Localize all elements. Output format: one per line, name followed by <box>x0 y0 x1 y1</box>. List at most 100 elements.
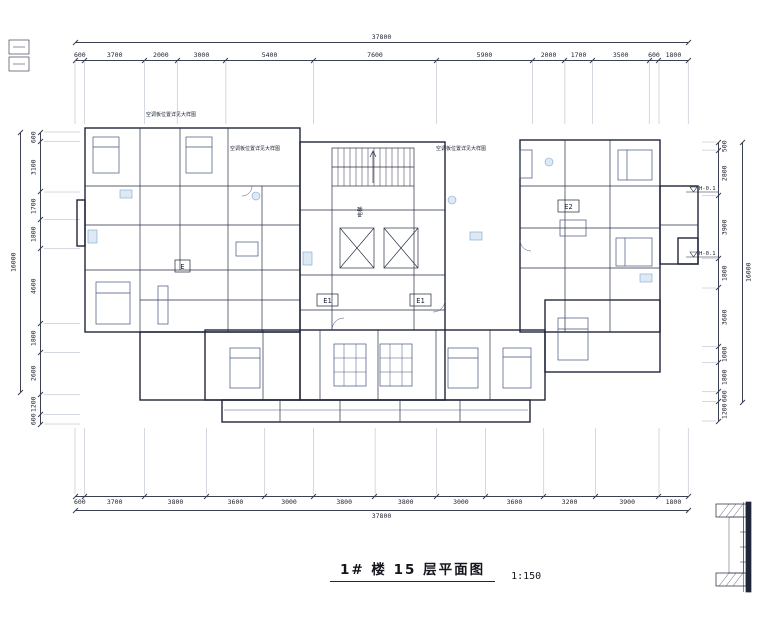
dim-segment: 3600 <box>485 497 543 509</box>
dim-value: 16000 <box>9 252 18 272</box>
stair-hatch <box>337 148 411 186</box>
dim-segment: 600 <box>648 48 660 60</box>
dim-value: 16000 <box>744 262 753 282</box>
dim-segment: 3800 <box>145 497 207 509</box>
dim-segment: 3800 <box>375 497 437 509</box>
dim-segment: 1800 <box>659 48 688 60</box>
dim-segment: 1800 <box>659 497 688 509</box>
right-dimension-segments: 500 2800 3900 1800 3600 1000 1800 600 12… <box>718 140 731 421</box>
dim-value: 2600 <box>29 365 38 382</box>
dim-value: 1800 <box>29 226 38 242</box>
plan-labels: E E1 E1 E2 电梯 <box>174 199 580 307</box>
dim-value: 37800 <box>371 512 392 520</box>
dim-value: 1800 <box>665 498 682 506</box>
dim-value: 3200 <box>561 498 578 506</box>
dim-segment: 37800 <box>75 30 688 42</box>
dim-segment: 3000 <box>177 48 226 60</box>
level-mark-lower: H-0.1 <box>699 251 716 257</box>
dim-value: 3700 <box>106 498 123 506</box>
dim-value: 600 <box>73 51 86 59</box>
dim-value: 3000 <box>281 498 297 506</box>
dim-segment: 3700 <box>85 48 145 60</box>
dim-segment: 5400 <box>226 48 314 60</box>
dim-value: 3800 <box>397 498 414 506</box>
bottom-dimension-segments: 600 3700 3800 3600 3000 3800 3800 3000 3… <box>73 496 688 509</box>
dim-value: 2000 <box>153 51 169 59</box>
red-note-3: 空调板位置详见大样图 <box>436 145 486 152</box>
dim-segment: 1200 <box>719 401 731 421</box>
bottom-total-dimension: 37800 <box>75 510 688 523</box>
dim-value: 3000 <box>193 51 210 59</box>
dim-value: 1800 <box>720 369 729 385</box>
dim-segment: 4600 <box>28 249 40 324</box>
corner-marks <box>8 39 30 72</box>
dim-segment: 2800 <box>719 150 731 195</box>
dim-segment: 3500 <box>592 48 649 60</box>
unit-label-e1-left: E1 <box>323 297 331 305</box>
drawing-scale: 1:150 <box>511 571 542 582</box>
dim-value: 3600 <box>506 498 523 506</box>
dim-value: 5400 <box>261 51 278 59</box>
dim-segment: 3200 <box>544 497 596 509</box>
dim-segment: 1800 <box>719 363 731 392</box>
right-total-dimension: 16000 <box>742 142 755 402</box>
doors <box>241 185 532 331</box>
dim-segment: 1200 <box>28 395 40 415</box>
unit-label-e: E <box>180 263 184 271</box>
dim-value: 3600 <box>227 498 244 506</box>
dim-segment: 1700 <box>28 192 40 220</box>
dim-segment: 1700 <box>565 48 593 60</box>
dim-value: 3100 <box>29 159 38 175</box>
dim-segment: 600 <box>73 48 86 60</box>
red-annotations: 空调板位置详见大样图 空调板位置详见大样图 空调板位置详见大样图 <box>146 111 486 152</box>
dim-segment: 3600 <box>719 288 731 346</box>
dim-value: 3900 <box>619 498 635 506</box>
dim-segment: 7600 <box>313 48 436 60</box>
left-dimension-segments: 600 3100 1700 1800 4600 1800 2600 1200 6… <box>28 131 41 425</box>
dim-value: 3800 <box>336 498 352 506</box>
dim-value: 2000 <box>540 51 557 59</box>
fixtures <box>87 157 653 283</box>
dim-segment: 3000 <box>437 497 486 509</box>
unit-label-e2: E2 <box>564 203 572 211</box>
dim-value: 1200 <box>720 403 729 419</box>
left-total-dimension: 16000 <box>8 132 21 392</box>
level-mark-upper: H-0.1 <box>699 186 716 192</box>
dim-value: 5900 <box>476 51 493 59</box>
dim-value: 7600 <box>367 51 383 59</box>
dim-segment: 600 <box>28 413 40 425</box>
dim-segment: 2600 <box>28 353 40 395</box>
dim-segment: 1800 <box>28 220 40 249</box>
dim-segment: 3600 <box>206 497 264 509</box>
dim-value: 1800 <box>29 330 38 346</box>
top-dimension-segments: 600 3700 2000 3000 5400 7600 5900 2000 1… <box>73 48 688 61</box>
dim-value: 3700 <box>106 51 123 59</box>
dim-value: 1700 <box>29 197 38 214</box>
dim-value: 1200 <box>29 396 38 413</box>
elevator-label: 电梯 <box>356 206 364 218</box>
dim-segment: 3000 <box>265 497 314 509</box>
unit-label-e1-right: E1 <box>416 297 424 305</box>
dim-segment: 600 <box>28 131 40 143</box>
dim-value: 3900 <box>720 219 729 235</box>
dim-segment: 1800 <box>28 323 40 352</box>
dim-value: 600 <box>73 498 86 506</box>
dim-value: 600 <box>648 51 660 59</box>
dim-value: 3800 <box>167 498 184 506</box>
dim-segment: 16000 <box>743 142 755 402</box>
red-note-1: 空调板位置详见大样图 <box>146 111 196 118</box>
dim-value: 3500 <box>612 51 629 59</box>
dim-segment: 2000 <box>532 48 564 60</box>
inner-walls <box>85 128 698 422</box>
dim-value: 37800 <box>371 33 392 41</box>
dim-segment: 600 <box>719 391 731 403</box>
extension-lines <box>44 62 716 494</box>
outer-walls <box>76 127 699 423</box>
dim-value: 4600 <box>29 278 38 294</box>
dim-value: 2800 <box>720 164 729 181</box>
dim-segment: 3100 <box>28 142 40 192</box>
dim-segment: 3800 <box>313 497 375 509</box>
dim-value: 3000 <box>453 498 469 506</box>
